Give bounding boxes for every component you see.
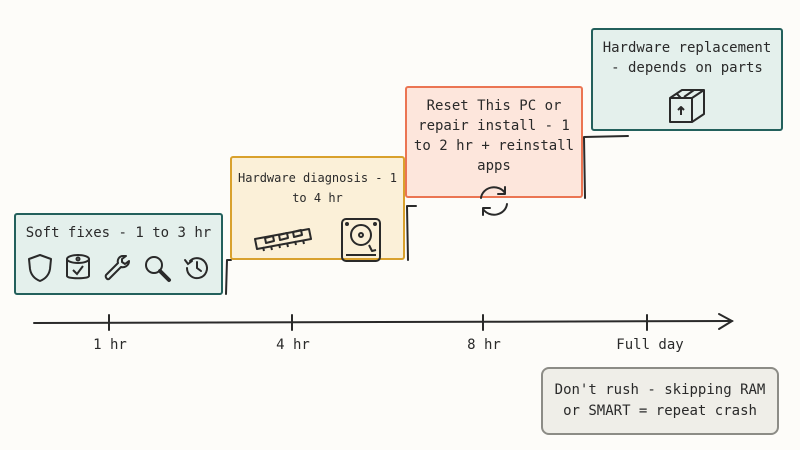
disk-check-icon [65,254,90,280]
history-icon [183,257,208,280]
warning-note: Don't rush - skipping RAM or SMART = rep… [541,367,779,435]
step-label: Soft fixes - 1 to 3 hr [25,225,212,241]
step-hardware-diagnosis: Hardware diagnosis - 1 to 4 hr [230,156,405,262]
note-text: Don't rush - skipping RAM or SMART = rep… [554,382,766,419]
step-label: Reset This PC or repair install - 1 to 2… [413,98,575,174]
time-axis [33,313,735,331]
wrench-icon [104,255,130,281]
package-box-icon [669,89,705,123]
connector-step-3 [583,135,629,199]
axis-line [33,320,733,324]
shield-icon [27,254,52,282]
connector-step-2 [406,205,417,261]
ram-module-icon [253,228,312,252]
magnifier-icon [144,256,171,282]
tick-label-4: Full day [616,337,684,353]
connector-step-1 [225,259,232,295]
step-label: Hardware diagnosis - 1 to 4 hr [238,171,397,205]
tick-label-2: 4 hr [276,337,310,353]
step-label: Hardware replacement - depends on parts [602,40,772,76]
step-reset-or-repair: Reset This PC or repair install - 1 to 2… [405,86,583,216]
axis-arrowhead [718,313,735,330]
tick-label-1: 1 hr [93,337,127,353]
tick-label-3: 8 hr [467,337,501,353]
step-soft-fixes: Soft fixes - 1 to 3 hr [14,213,223,295]
hard-drive-icon [340,218,381,262]
refresh-arrows-icon [480,186,508,216]
step-hardware-replacement: Hardware replacement - depends on parts [591,28,783,131]
